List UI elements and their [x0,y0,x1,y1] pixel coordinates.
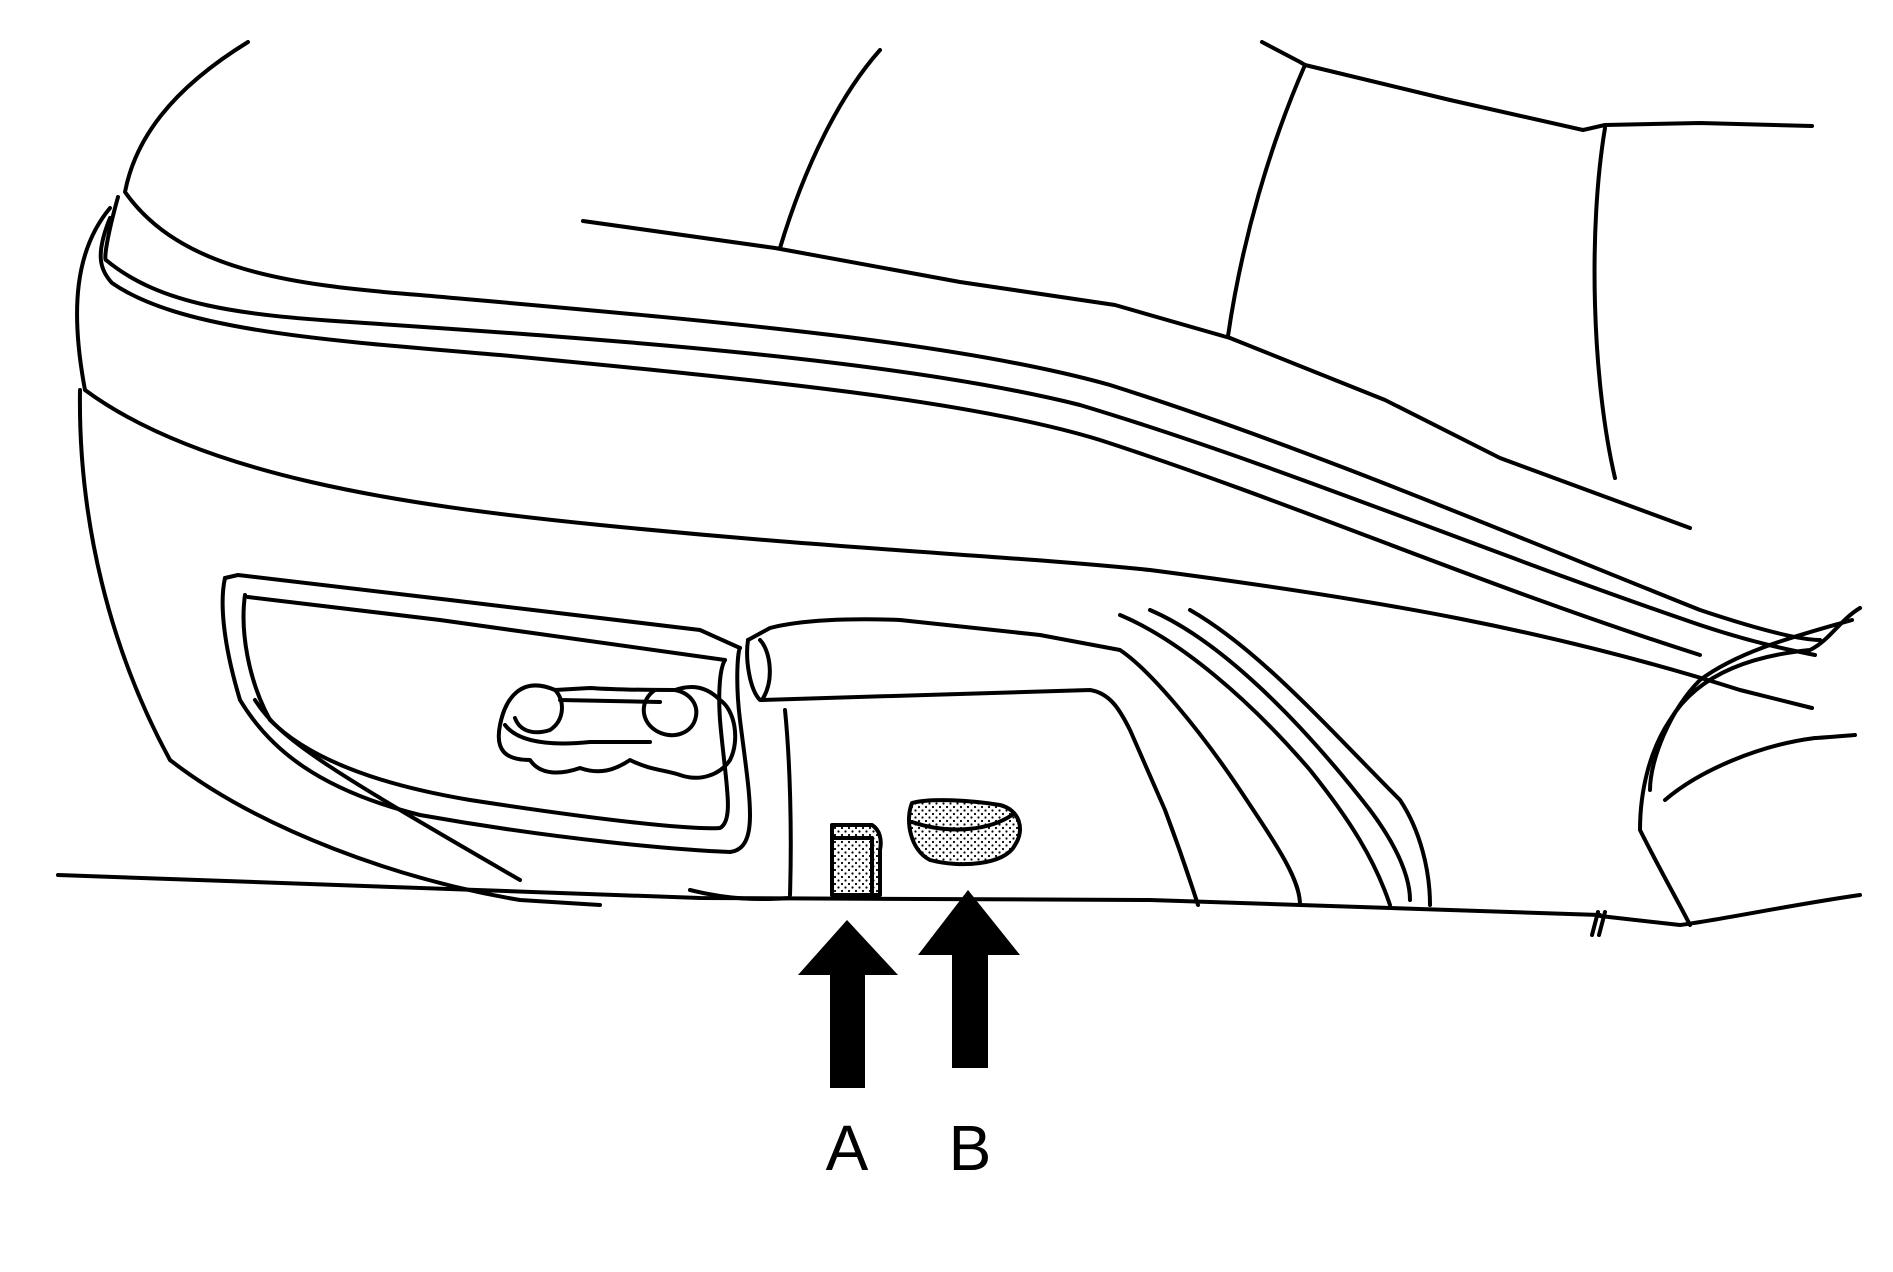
part-b-button [907,798,1022,867]
callout-label-a: A [826,1112,869,1184]
part-a-block [830,823,883,897]
seat-back-outline [581,40,1814,530]
control-panel-bezel [220,573,793,902]
seat-adjuster-switch [496,683,738,780]
arrow-a [798,920,898,1088]
callout-label-b: B [949,1112,992,1184]
arrow-b [918,890,1020,1068]
recliner-lever [745,608,1432,907]
seat-base-right [1638,606,1862,927]
seat-cushion-outline [75,40,1822,907]
